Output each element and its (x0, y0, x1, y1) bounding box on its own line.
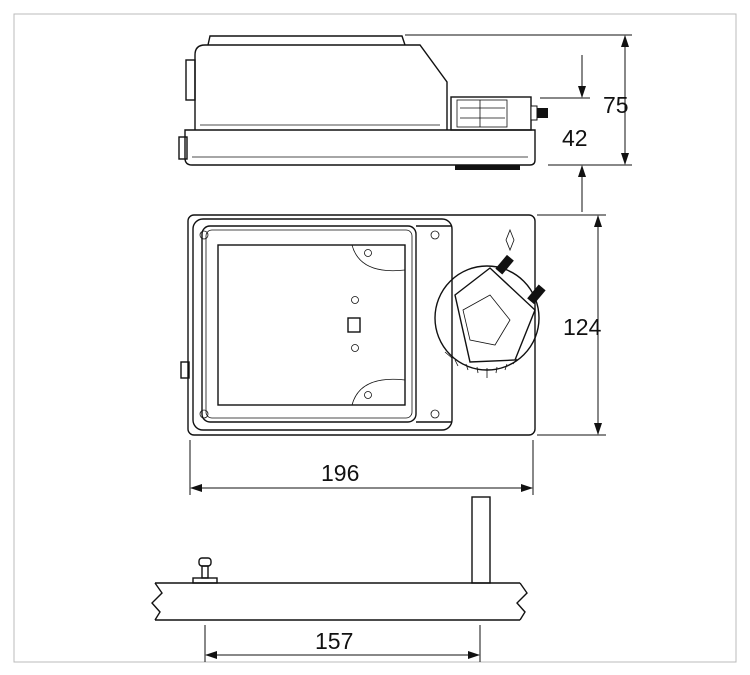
dimension-label-124: 124 (563, 314, 602, 340)
dimension-157 (204, 625, 481, 662)
dimension-42 (540, 55, 590, 212)
dimension-label-157: 157 (315, 628, 354, 654)
dimension-196 (189, 440, 534, 495)
dimension-124 (537, 214, 606, 436)
dimension-label-75: 75 (603, 92, 629, 118)
dimension-label-42: 42 (562, 125, 588, 151)
mounting-view (151, 496, 528, 621)
dimension-75 (405, 34, 632, 166)
dimension-label-196: 196 (321, 460, 360, 486)
actuator-dial (434, 228, 546, 378)
frame-border (13, 13, 737, 663)
top-view (180, 214, 546, 436)
side-view (178, 35, 548, 170)
